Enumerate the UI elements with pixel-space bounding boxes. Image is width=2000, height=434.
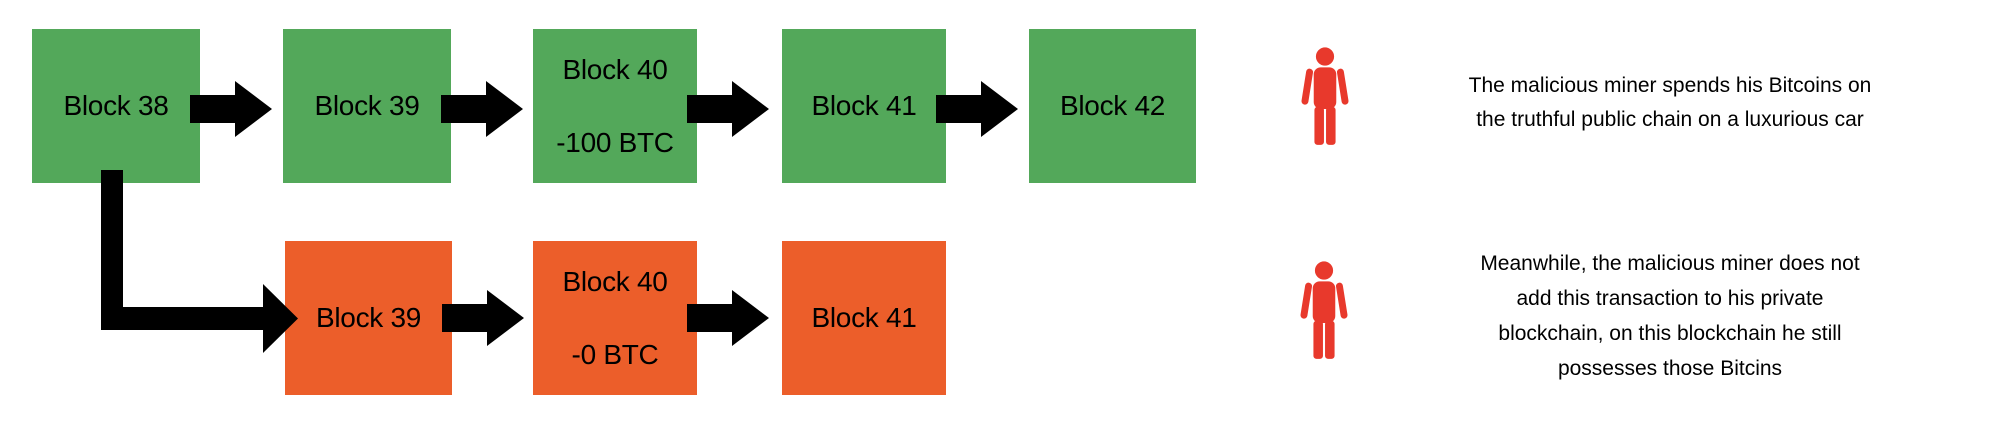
- private-chain-caption: Meanwhile, the malicious miner does not …: [1420, 246, 1920, 386]
- private-block-40: Block 40 -0 BTC: [533, 241, 697, 395]
- arrow-right-icon: [687, 81, 769, 137]
- person-icon: [1300, 261, 1348, 359]
- block-label: Block 38: [63, 90, 169, 121]
- block-sublabel: -100 BTC: [556, 126, 674, 158]
- arrow-right-icon: [190, 81, 272, 137]
- public-block-41: Block 41: [782, 29, 946, 183]
- arrow-right-icon: [442, 290, 524, 346]
- caption-line: Meanwhile, the malicious miner does not: [1480, 252, 1860, 275]
- block-label: Block 42: [1060, 90, 1165, 121]
- private-block-41: Block 41: [782, 241, 946, 395]
- caption-line: The malicious miner spends his Bitcoins …: [1468, 74, 1872, 97]
- arrow-right-icon: [687, 290, 769, 346]
- caption-line: add this transaction to his private: [1516, 287, 1824, 310]
- block-label: Block 41: [811, 302, 917, 333]
- elbow-arrow-icon: [101, 170, 298, 353]
- person-icon: [1301, 47, 1349, 145]
- caption-line: possesses those Bitcins: [1557, 357, 1783, 380]
- public-block-40: Block 40 -100 BTC: [533, 29, 697, 183]
- public-chain-caption: The malicious miner spends his Bitcoins …: [1420, 69, 1920, 137]
- private-block-39: Block 39: [285, 241, 452, 395]
- caption-line: blockchain, on this blockchain he still: [1498, 322, 1842, 345]
- block-label: Block 41: [811, 90, 917, 121]
- arrow-right-icon: [936, 81, 1018, 137]
- public-block-42: Block 42: [1029, 29, 1196, 183]
- public-block-39: Block 39: [283, 29, 451, 183]
- caption-line: the truthful public chain on a luxurious…: [1476, 108, 1864, 131]
- public-block-38: Block 38: [32, 29, 200, 183]
- arrow-right-icon: [441, 81, 523, 137]
- block-label: Block 40: [562, 265, 668, 297]
- block-sublabel: -0 BTC: [571, 338, 659, 370]
- block-label: Block 39: [314, 90, 420, 121]
- block-label: Block 39: [316, 302, 421, 333]
- block-label: Block 40: [562, 53, 668, 85]
